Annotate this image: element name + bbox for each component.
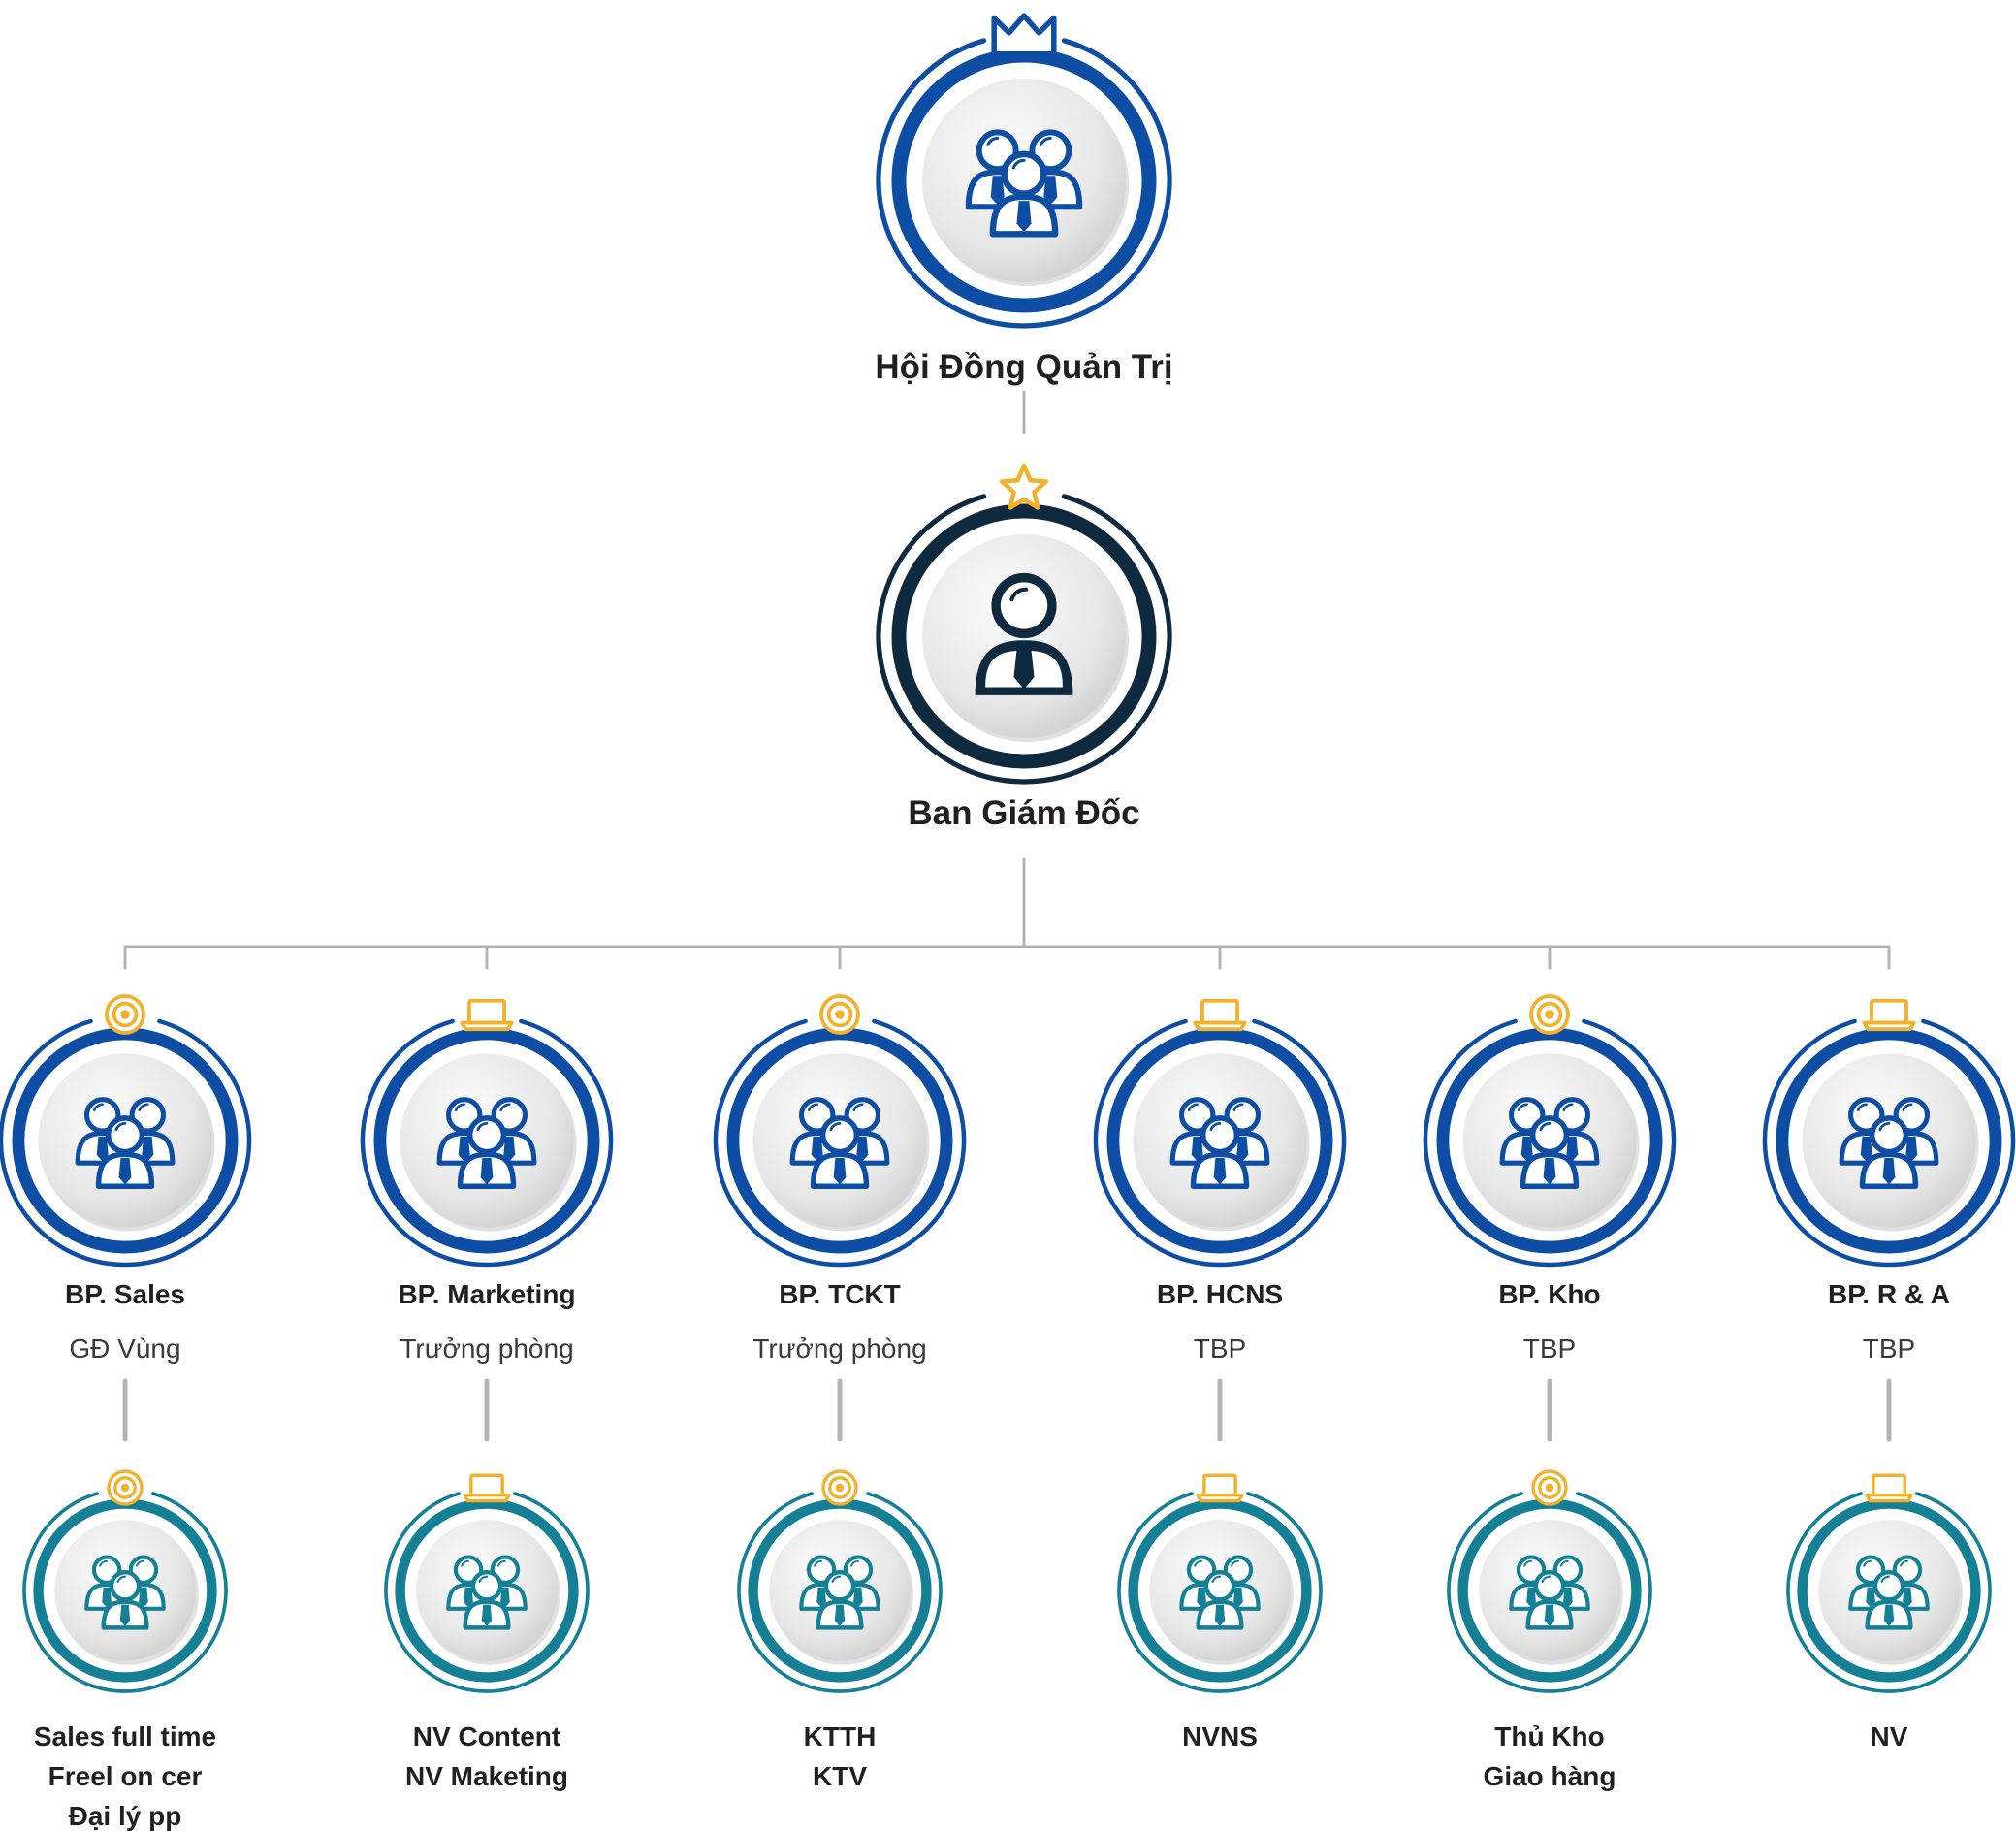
group-people-icon — [84, 1555, 166, 1630]
staff-node-ra — [1784, 1473, 1994, 1695]
group-people-icon — [965, 129, 1083, 238]
person-center — [810, 1115, 870, 1189]
outer-ring — [1786, 1492, 1992, 1693]
staff-role: KTV — [813, 1761, 867, 1791]
person-center — [1859, 1115, 1919, 1189]
person-center — [989, 150, 1059, 238]
laptop-icon — [1862, 998, 1916, 1032]
person-center — [1196, 1569, 1244, 1630]
connector-lines — [122, 390, 1892, 1442]
outer-ring — [22, 1492, 228, 1693]
group-people-icon — [1839, 1097, 1939, 1189]
staff-node-marketing — [382, 1473, 592, 1695]
dept-node-marketing — [359, 998, 615, 1269]
staff-node-sales — [20, 1469, 230, 1695]
director-title: Ban Giám Đốc — [908, 794, 1139, 832]
person-center — [1520, 1115, 1580, 1189]
outer-ring — [876, 38, 1172, 329]
person-center — [1865, 1569, 1913, 1630]
outer-ring — [0, 1018, 252, 1268]
board-title: Hội Đồng Quản Trị — [875, 348, 1172, 386]
staff-node-hcns — [1115, 1473, 1325, 1695]
group-people-icon — [1848, 1555, 1930, 1630]
staff-node-tckt — [735, 1469, 944, 1695]
laptop-icon — [460, 998, 514, 1032]
dept-name: BP. HCNS — [1157, 1279, 1283, 1309]
dept-node-hcns — [1092, 998, 1348, 1269]
dept-node-ra — [1761, 998, 2016, 1269]
group-people-icon — [1499, 1097, 1600, 1189]
person-center — [816, 1569, 864, 1630]
outer-ring — [384, 1492, 590, 1693]
outer-ring — [1093, 1018, 1347, 1268]
outer-ring — [876, 494, 1172, 785]
staff-role: NVNS — [1182, 1721, 1258, 1751]
dept-name: BP. TCKT — [779, 1279, 901, 1309]
outer-ring — [713, 1018, 967, 1268]
dept-name: BP. Kho — [1498, 1279, 1600, 1309]
outer-ring — [1117, 1492, 1323, 1693]
staff-role: Sales full time — [34, 1721, 216, 1751]
person-center — [95, 1115, 155, 1189]
board-node — [875, 13, 1173, 330]
outer-ring — [360, 1018, 614, 1268]
person-center — [463, 1569, 511, 1630]
dept-role: TBP — [1194, 1333, 1246, 1364]
staff-role: NV Content — [413, 1721, 560, 1751]
staff-role: Freel on cer — [48, 1761, 203, 1791]
dept-name: BP. R & A — [1828, 1279, 1950, 1309]
laptop-icon — [463, 1473, 511, 1503]
target-icon — [1531, 1469, 1568, 1506]
dept-role: TBP — [1863, 1333, 1915, 1364]
target-icon — [821, 1469, 858, 1506]
staff-role: Thủ Kho — [1494, 1721, 1605, 1751]
dept-role: TBP — [1523, 1333, 1576, 1364]
outer-ring — [737, 1492, 943, 1693]
outer-ring — [1423, 1018, 1677, 1268]
group-people-icon — [789, 1097, 890, 1189]
group-people-icon — [1169, 1097, 1270, 1189]
org-nodes — [0, 13, 2016, 1695]
dept-role: GĐ Vùng — [69, 1333, 180, 1364]
group-people-icon — [436, 1097, 537, 1189]
staff-role: Giao hàng — [1484, 1761, 1616, 1791]
staff-role: NV — [1871, 1721, 1908, 1751]
group-people-icon — [446, 1555, 528, 1630]
staff-role: KTTH — [804, 1721, 877, 1751]
dept-node-kho — [1422, 994, 1678, 1269]
group-people-icon — [1179, 1555, 1261, 1630]
target-icon — [105, 994, 145, 1035]
target-icon — [819, 994, 860, 1035]
person-center — [1190, 1115, 1250, 1189]
dept-name: BP. Marketing — [398, 1279, 575, 1309]
single-person-icon — [975, 572, 1073, 695]
laptop-icon — [1865, 1473, 1913, 1503]
staff-role: Đại lý pp — [69, 1801, 182, 1831]
group-people-icon — [1509, 1555, 1590, 1630]
target-icon — [1529, 994, 1570, 1035]
staff-node-kho — [1445, 1469, 1654, 1695]
org-labels: Hội Đồng Quản Trị Ban Giám Đốc BP. Sales… — [34, 348, 1950, 1831]
dept-name: BP. Sales — [65, 1279, 185, 1309]
outer-ring — [1762, 1018, 2016, 1268]
person-center — [457, 1115, 517, 1189]
staff-role: NV Maketing — [405, 1761, 568, 1791]
outer-ring — [1447, 1492, 1652, 1693]
dept-node-tckt — [712, 994, 968, 1269]
person-center — [1525, 1569, 1574, 1630]
director-node — [875, 463, 1173, 786]
laptop-icon — [1193, 998, 1247, 1032]
dept-role: Trưởng phòng — [400, 1333, 573, 1364]
group-people-icon — [799, 1555, 880, 1630]
person-center — [101, 1569, 149, 1630]
crown-icon — [991, 13, 1057, 57]
target-icon — [107, 1469, 144, 1506]
group-people-icon — [75, 1097, 176, 1189]
dept-node-sales — [0, 994, 253, 1269]
laptop-icon — [1196, 1473, 1244, 1503]
star-icon — [999, 463, 1049, 510]
dept-role: Trưởng phòng — [752, 1333, 926, 1364]
